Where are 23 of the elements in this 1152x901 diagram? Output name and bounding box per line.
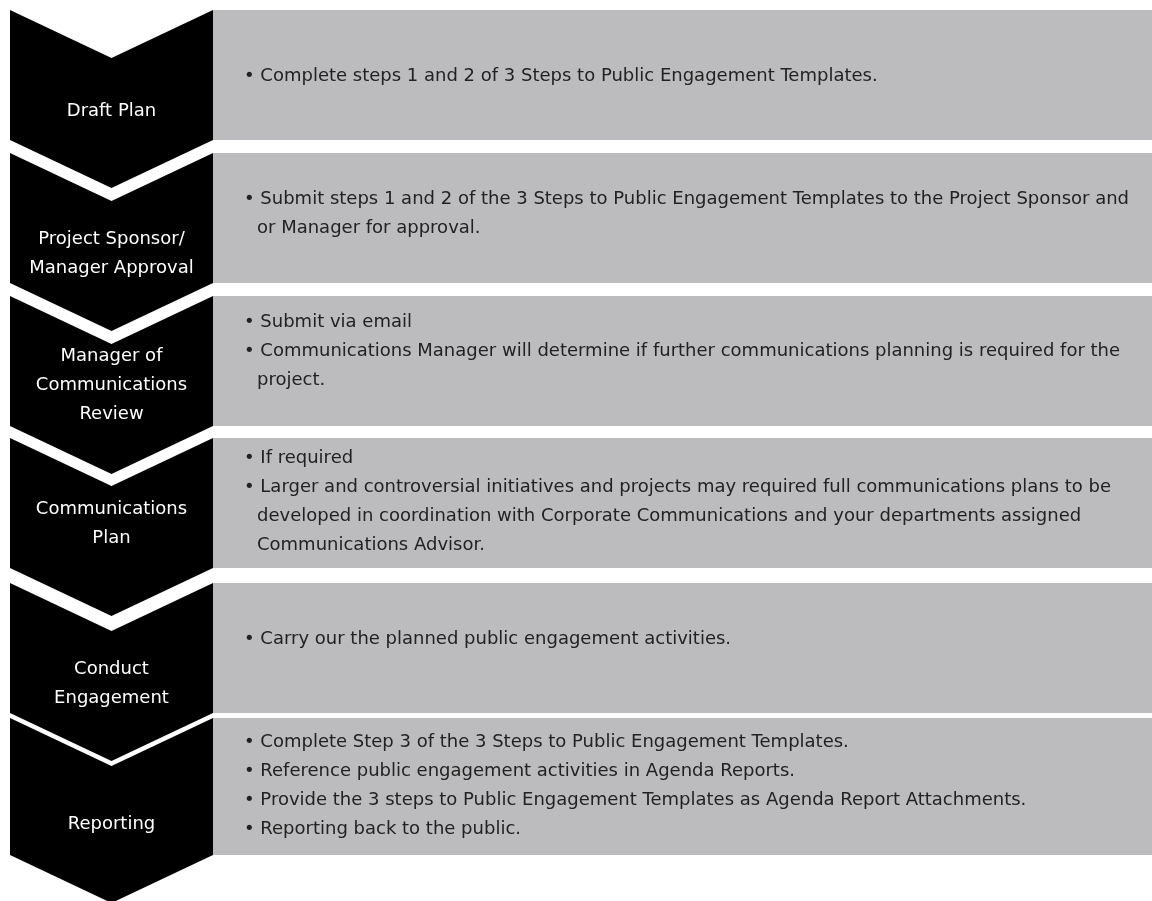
bullet-text: • Reporting back to the public. bbox=[244, 816, 522, 840]
content-panel bbox=[213, 296, 1152, 426]
bullet-text: • Carry our the planned public engagement activities. bbox=[244, 626, 733, 650]
bullet-text: • Complete steps 1 and 2 of 3 Steps to Public Engagement Templates. bbox=[244, 63, 879, 87]
step-label: Reporting bbox=[66, 811, 157, 835]
bullet-text: • Reference public engagement activities in Agenda Reports. bbox=[244, 758, 796, 782]
bullet-text: • Complete Step 3 of the 3 Steps to Public Engagement Templates. bbox=[244, 729, 850, 753]
bullet-text: • Communications Manager will determine if further communications planning is required for the project. bbox=[244, 338, 1122, 391]
bullet-text: • If required bbox=[244, 445, 355, 469]
content-panel bbox=[213, 10, 1152, 140]
content-panel bbox=[213, 583, 1152, 713]
bullet-text: • Larger and controversial initiatives and projects may required full communications plans to be developed in coordination with Corporate Communications and your departments assigned Communications Advisor. bbox=[244, 474, 1112, 556]
step-label: Manager of Communications Review bbox=[34, 343, 189, 425]
step-label: Conduct Engagement bbox=[53, 656, 170, 709]
bullet-text: • Submit steps 1 and 2 of the 3 Steps to Public Engagement Templates to the Project Sponsor and or Manager for approval. bbox=[244, 186, 1131, 239]
step-label: Draft Plan bbox=[65, 98, 158, 122]
bullet-text: • Submit via email bbox=[244, 309, 413, 333]
content-panel bbox=[213, 153, 1152, 283]
content-panel bbox=[213, 438, 1152, 568]
content-panel bbox=[213, 718, 1152, 855]
bullet-text: • Provide the 3 steps to Public Engagement Templates as Agenda Report Attachments. bbox=[244, 787, 1028, 811]
step-label: Project Sponsor/ Manager Approval bbox=[28, 226, 195, 279]
step-label: Communications Plan bbox=[34, 496, 189, 549]
